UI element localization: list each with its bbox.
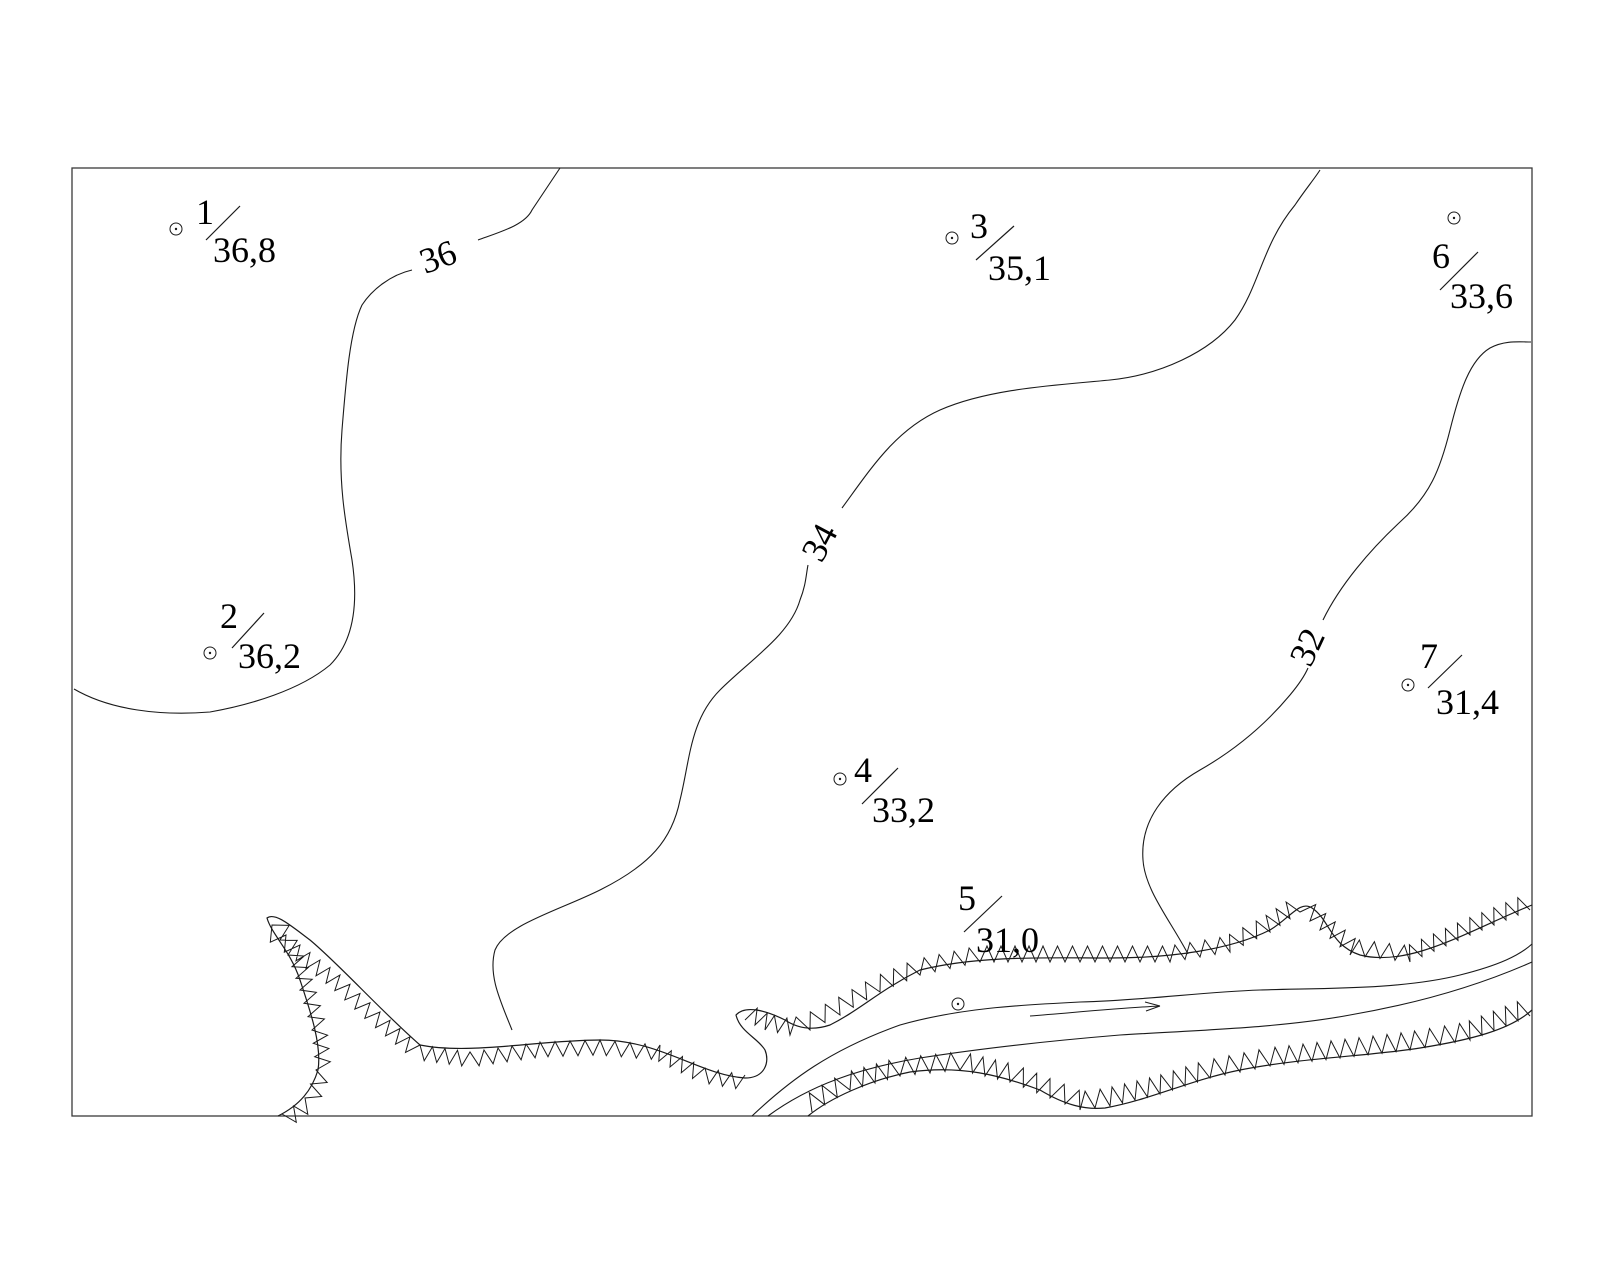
well-number: 2 [220, 596, 238, 636]
river-water-line-lower [767, 961, 1533, 1117]
tributary-bank [266, 904, 1533, 1117]
well-7: 7 31,4 [1401, 636, 1499, 722]
well-number: 7 [1420, 636, 1438, 676]
well-elevation: 33,2 [872, 790, 935, 830]
well-4: 4 33,2 [833, 750, 935, 830]
bank-hachures-upper [269, 896, 1531, 1124]
hachure-zigzag [744, 896, 1531, 1037]
contour-line-36-b [477, 167, 561, 241]
river-water-line-upper [751, 943, 1533, 1117]
well-number: 5 [958, 878, 976, 918]
well-number: 6 [1432, 236, 1450, 276]
well-1: 1 36,8 [169, 192, 276, 270]
well-2: 2 36,2 [203, 596, 301, 676]
contour-line-36 [73, 269, 413, 714]
flow-arrow-icon [1029, 1001, 1161, 1017]
well-elevation: 31,0 [976, 920, 1039, 960]
well-5: 5 31,0 [951, 878, 1039, 1011]
well-elevation: 36,8 [213, 230, 276, 270]
well-number: 1 [196, 192, 214, 232]
contour-line-32-b [1322, 341, 1532, 621]
contour-label-36: 36 [414, 232, 462, 282]
well-elevation: 31,4 [1436, 682, 1499, 722]
well-elevation: 33,6 [1450, 276, 1513, 316]
map-frame [71, 167, 1533, 1117]
contour-line-34-b [841, 169, 1321, 509]
well-elevation: 35,1 [988, 248, 1051, 288]
well-elevation: 36,2 [238, 636, 301, 676]
contour-label-34: 34 [793, 517, 845, 568]
hachure-zigzag [808, 1000, 1531, 1113]
well-6: 6 33,6 [1432, 211, 1513, 316]
contour-line-34 [492, 564, 809, 1031]
well-number: 3 [970, 206, 988, 246]
well-3: 3 35,1 [945, 206, 1051, 288]
contour-label-32: 32 [1281, 622, 1332, 672]
river-lower-bank [807, 1009, 1533, 1117]
contour-line-32 [1142, 667, 1309, 955]
well-number: 4 [854, 750, 872, 790]
hachure-zigzag [269, 924, 746, 1124]
bank-hachures-lower [808, 1000, 1531, 1113]
